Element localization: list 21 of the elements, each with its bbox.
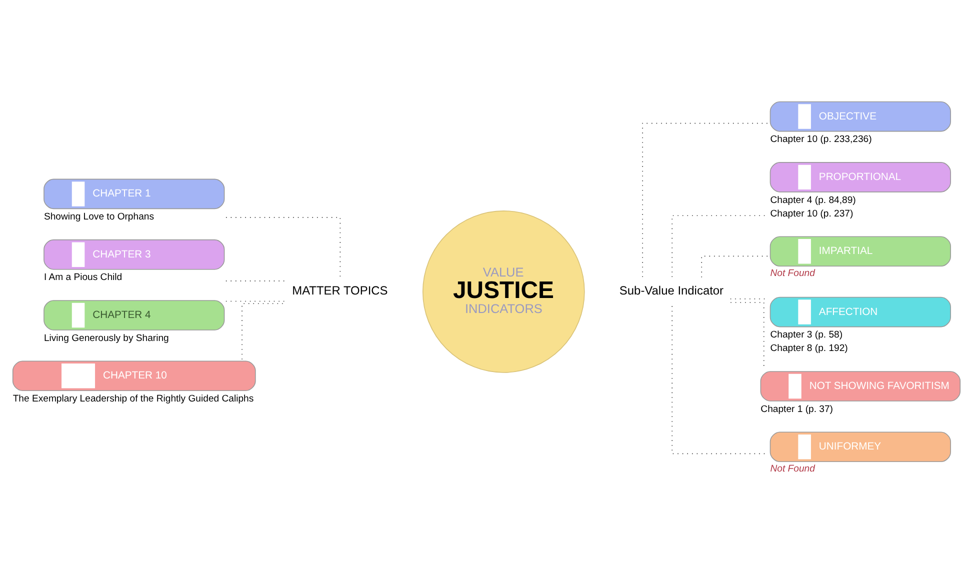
node-label: Chapter 4 (p. 84,89) <box>770 194 856 206</box>
node-label: Not Found <box>770 268 815 279</box>
connector <box>701 255 769 278</box>
node-label: I Am a Pious Child <box>44 272 122 283</box>
node-label: The Exemplary Leadership of the Rightly Guided Caliphs <box>12 392 254 404</box>
node-label: Chapter 8 (p. 192) <box>770 342 848 354</box>
node-label: Chapter 3 (p. 58) <box>770 329 843 340</box>
node-text: Sub-Value Indicator <box>619 282 724 297</box>
node-label: Showing Love to Orphans <box>44 211 154 222</box>
node-label: Chapter 1 (p. 37) <box>760 403 833 414</box>
connector <box>242 302 286 360</box>
node-text: MATTER TOPICS <box>292 282 388 297</box>
connector <box>226 300 286 302</box>
node-label: Chapter 10 (p. 233,236) <box>770 134 872 145</box>
node-label: Living Generously by Sharing <box>44 332 169 344</box>
connector <box>642 122 769 277</box>
connector <box>226 216 341 277</box>
node-label: Chapter 10 (p. 237) <box>770 208 854 219</box>
connector <box>672 214 769 277</box>
node-label: Not Found <box>770 463 815 474</box>
node-circle: VALUE JUSTICE INDICATORS <box>422 210 585 372</box>
